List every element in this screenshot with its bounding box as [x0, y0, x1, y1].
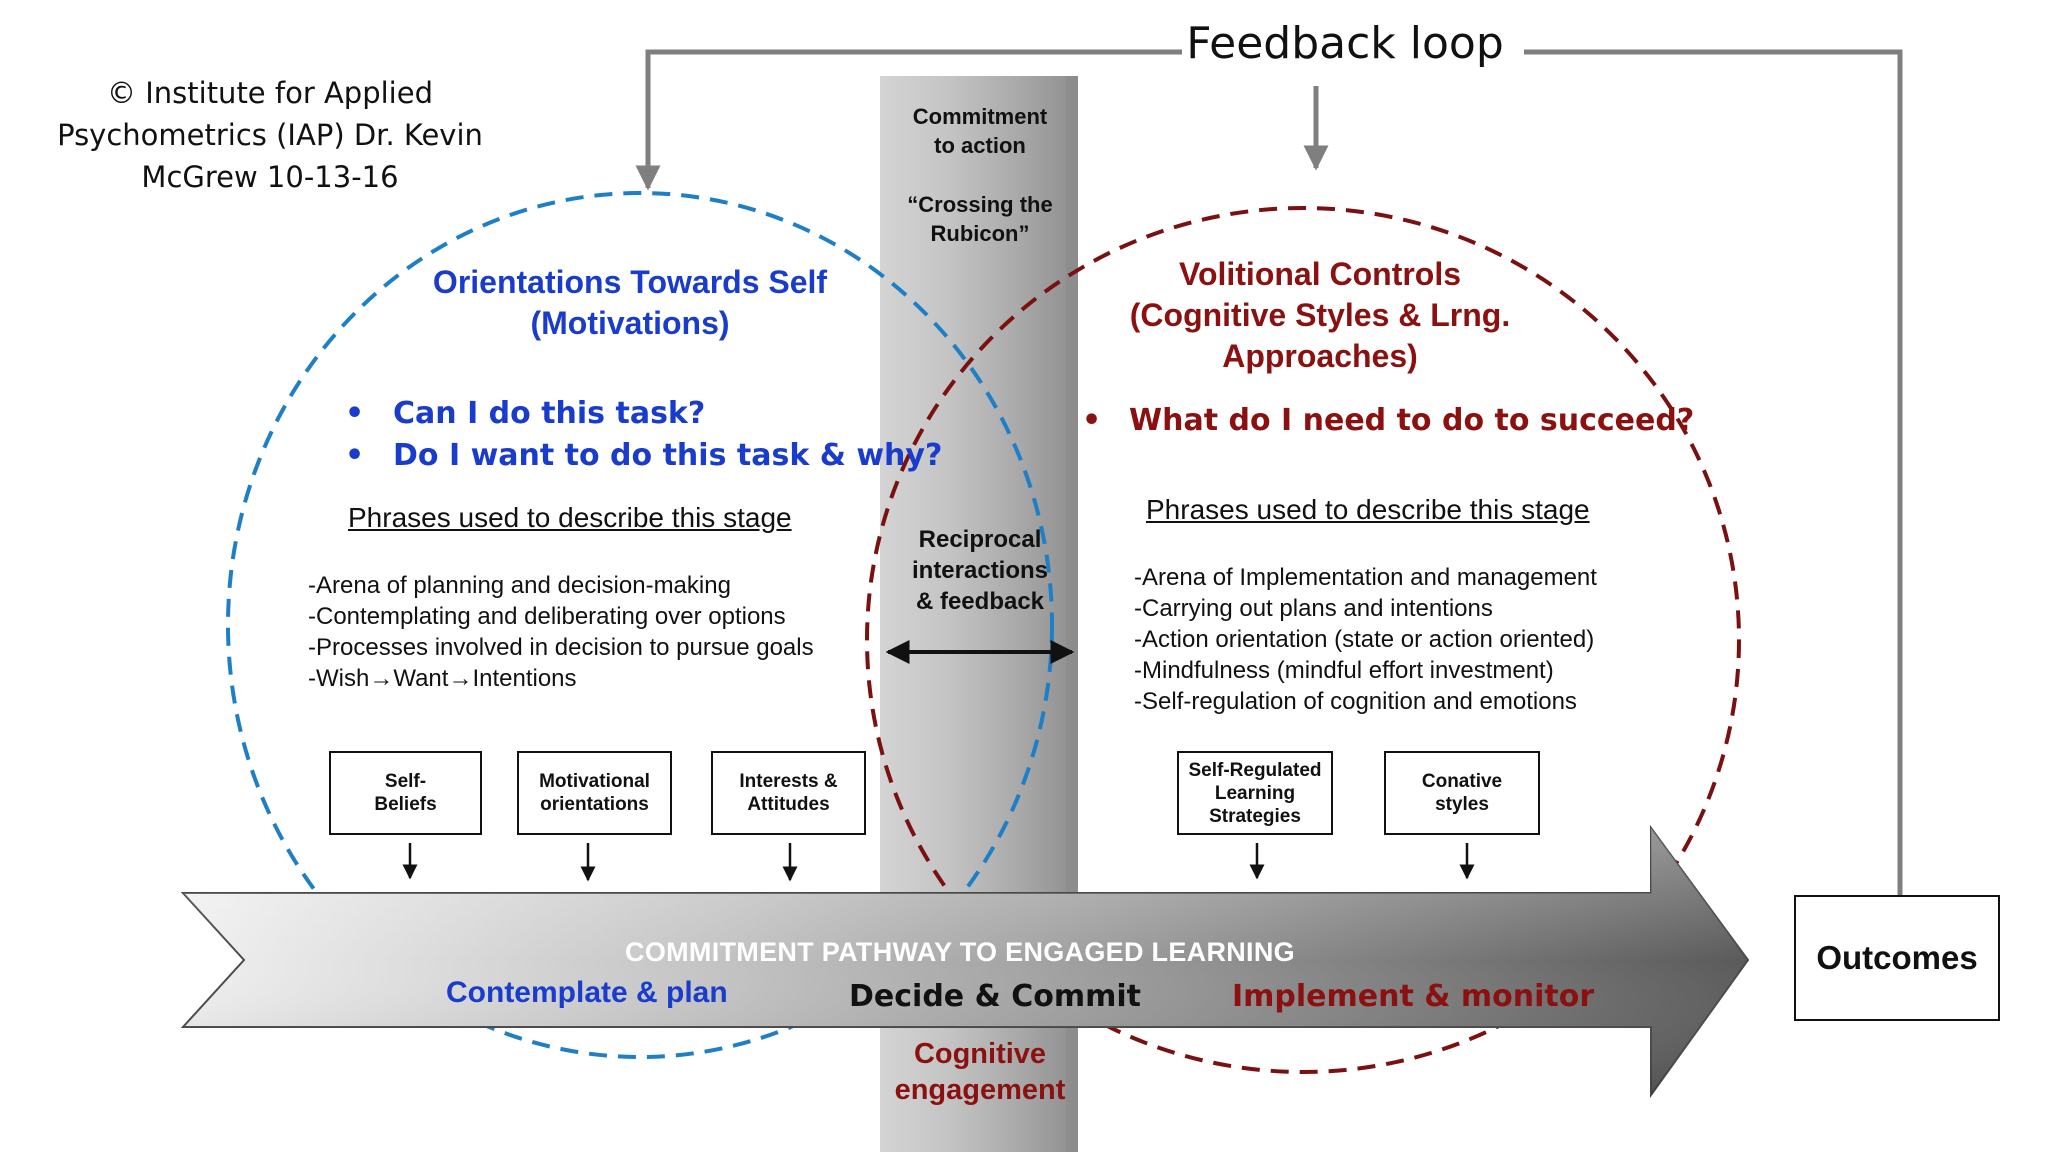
commitment-line: Commitment [912, 104, 1048, 129]
self-regulated-strategies-box: Self-Regulated Learning Strategies [1177, 751, 1333, 835]
motivation-circle [226, 191, 1054, 1059]
reciprocal-line: Reciprocal [918, 526, 1042, 553]
volition-phrase: -Self-regulation of cognition and emotio… [1134, 688, 1577, 715]
conative-styles-box: Conative styles [1384, 751, 1540, 835]
commitment-to-action-label: Commitment to action [880, 102, 1080, 160]
interests-attitudes-box: Interests & Attitudes [711, 751, 866, 835]
copyright-notice: © Institute for Applied Psychometrics (I… [40, 72, 500, 198]
motivation-question: Do I want to do this task & why? [345, 435, 942, 477]
copyright-line: McGrew 10-13-16 [141, 160, 399, 194]
commitment-band-edge [1066, 76, 1078, 1152]
volition-phrase: -Carrying out plans and intentions [1134, 595, 1493, 622]
motivation-phrases-list: -Arena of planning and decision-making -… [308, 570, 814, 694]
feedback-loop-label: Feedback loop [1186, 18, 1504, 69]
motivation-title: Orientations Towards Self (Motivations) [400, 262, 860, 344]
volition-title-line: Approaches) [1222, 338, 1418, 374]
copyright-line: © Institute for Applied [107, 76, 433, 110]
reciprocal-interactions-label: Reciprocal interactions & feedback [870, 524, 1090, 617]
motivation-phrase: -Wish→Want→Intentions [308, 665, 577, 692]
volition-phrases-list: -Arena of Implementation and management … [1134, 562, 1597, 717]
volition-phrase: -Mindfulness (mindful effort investment) [1134, 657, 1554, 684]
volition-circle [865, 206, 1741, 1074]
commitment-pathway-arrow-shade [183, 828, 1748, 1095]
motivational-orientations-box: Motivational orientations [517, 751, 672, 835]
motivation-phrase: -Arena of planning and decision-making [308, 572, 731, 599]
volition-title: Volitional Controls (Cognitive Styles & … [1070, 254, 1570, 377]
volition-question: What do I need to do to succeed? [1082, 400, 1694, 442]
copyright-line: Psychometrics (IAP) Dr. Kevin [57, 118, 483, 152]
pathway-title: COMMITMENT PATHWAY TO ENGAGED LEARNING [625, 937, 1295, 967]
cognitive-engagement-label: Cognitive engagement [860, 1036, 1100, 1108]
volition-phrase: -Action orientation (state or action ori… [1134, 626, 1595, 653]
volition-phrases-heading: Phrases used to describe this stage [1146, 494, 1590, 525]
motivation-phrases-heading: Phrases used to describe this stage [348, 502, 792, 533]
rubicon-line: “Crossing the [907, 192, 1053, 217]
motivation-question: Can I do this task? [345, 393, 942, 435]
cognitive-line: engagement [894, 1074, 1066, 1106]
motivation-phrase: -Contemplating and deliberating over opt… [308, 603, 786, 630]
stage-contemplate-plan: Contemplate & plan [446, 976, 728, 1009]
motivation-phrase: -Processes involved in decision to pursu… [308, 634, 814, 661]
volition-questions: What do I need to do to succeed? [1082, 400, 1694, 442]
outcomes-box: Outcomes [1794, 895, 2000, 1021]
stage-implement-monitor: Implement & monitor [1232, 979, 1595, 1014]
stage-decide-commit: Decide & Commit [849, 979, 1141, 1014]
volition-title-line: Volitional Controls [1178, 256, 1462, 292]
volition-phrase: -Arena of Implementation and management [1134, 564, 1597, 591]
motivation-title-line: (Motivations) [530, 305, 730, 341]
cognitive-line: Cognitive [913, 1038, 1047, 1070]
volition-title-line: (Cognitive Styles & Lrng. [1129, 297, 1511, 333]
crossing-rubicon-label: “Crossing the Rubicon” [880, 190, 1080, 248]
feedback-loop-left-line [635, 49, 1182, 191]
reciprocal-line: interactions [911, 557, 1049, 584]
self-beliefs-box: Self- Beliefs [329, 751, 482, 835]
reciprocal-line: & feedback [915, 588, 1045, 615]
rubicon-line: Rubicon” [930, 221, 1030, 246]
motivation-questions: Can I do this task? Do I want to do this… [345, 393, 942, 477]
motivation-title-line: Orientations Towards Self [432, 264, 828, 300]
feedback-loop-right-line [1524, 49, 1903, 895]
commitment-line: to action [934, 133, 1026, 158]
